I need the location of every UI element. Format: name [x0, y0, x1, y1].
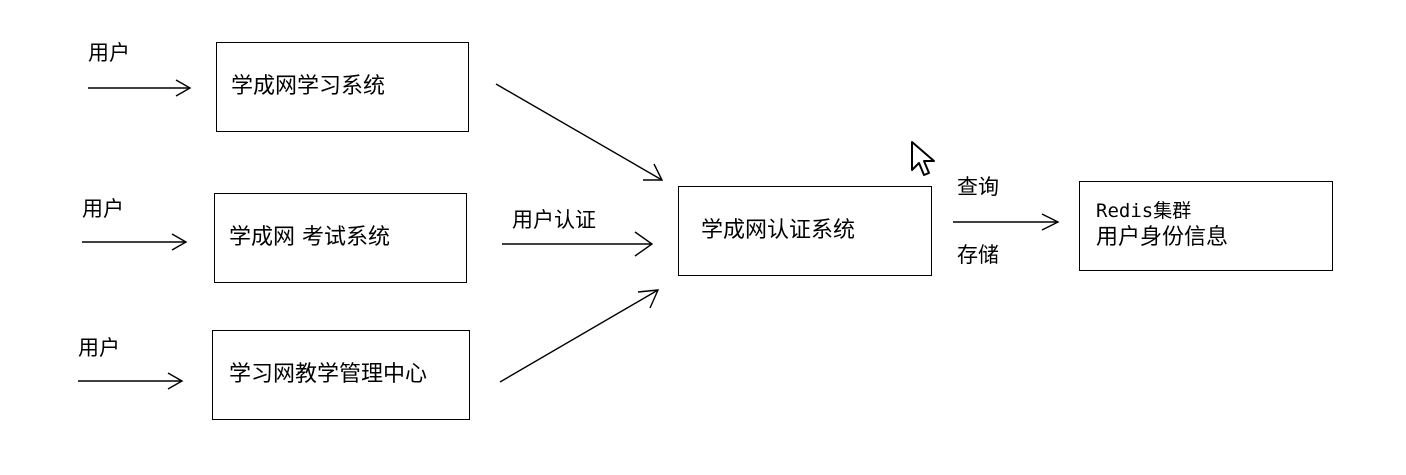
- user-label-2: 用户: [82, 197, 124, 221]
- redis-cluster-box: Redis集群 用户身份信息: [1079, 181, 1333, 271]
- auth-label: 用户认证: [512, 208, 596, 232]
- learning-system-box: 学成网学习系统: [216, 42, 469, 132]
- teaching-center-box: 学习网教学管理中心: [212, 330, 470, 420]
- user-arrow-1: [88, 79, 192, 97]
- teaching-center-label: 学习网教学管理中心: [229, 361, 428, 387]
- mouse-pointer-icon: [911, 141, 935, 176]
- user-arrow-2: [82, 233, 188, 251]
- user-label-3: 用户: [78, 336, 120, 360]
- redis-cluster-label: Redis集群: [1096, 200, 1192, 223]
- user-identity-label: 用户身份信息: [1096, 225, 1229, 251]
- arrow-learning-to-auth: [495, 83, 664, 181]
- arrow-auth-to-redis: [953, 213, 1060, 231]
- arrow-teaching-to-auth: [499, 289, 660, 383]
- learning-system-label: 学成网学习系统: [231, 73, 386, 99]
- user-arrow-3: [78, 372, 184, 390]
- arrow-exam-to-auth: [502, 231, 654, 257]
- auth-system-label: 学成网认证系统: [701, 217, 856, 243]
- exam-system-label: 学成网 考试系统: [229, 224, 390, 250]
- query-label: 查询: [957, 175, 999, 199]
- exam-system-box: 学成网 考试系统: [214, 193, 467, 283]
- store-label: 存储: [957, 243, 999, 267]
- auth-system-box: 学成网认证系统: [678, 186, 932, 276]
- user-label-1: 用户: [88, 41, 130, 65]
